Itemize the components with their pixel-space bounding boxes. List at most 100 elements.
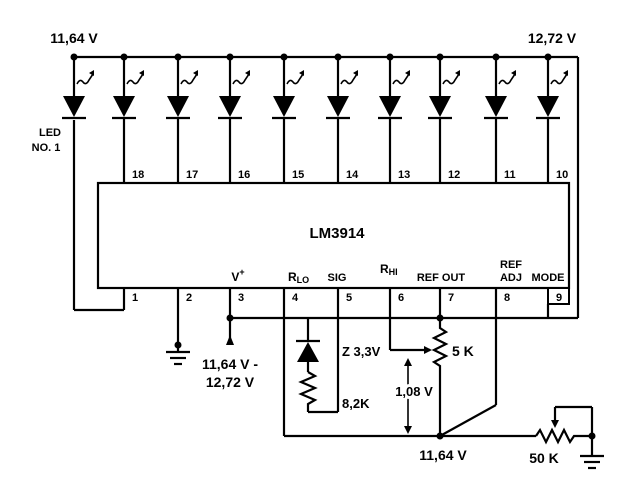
led-light-icon xyxy=(442,73,460,85)
pin-number: 9 xyxy=(556,292,562,304)
ref-adj-line2: ADJ xyxy=(500,272,522,284)
pin-number: 7 xyxy=(448,292,454,304)
rhi-sub: HI xyxy=(389,267,398,277)
rlo-label: RLO xyxy=(288,270,309,285)
led-light-icon xyxy=(180,73,198,85)
pin-number: 4 xyxy=(292,292,299,304)
sig-label: SIG xyxy=(328,272,347,284)
led-pin-number: 13 xyxy=(398,169,410,181)
led-low-voltage-label: 11,64 V xyxy=(50,30,98,46)
rhi-main: R xyxy=(380,262,389,276)
ic-name: LM3914 xyxy=(309,225,365,242)
rlo-main: R xyxy=(288,270,297,284)
pin-number: 8 xyxy=(504,292,510,304)
led-pin-number: 12 xyxy=(448,169,460,181)
led-light-arrow xyxy=(299,70,304,76)
bottom-pin-numbers: 1 2 3 4 5 6 7 8 9 xyxy=(132,292,562,304)
led-diode xyxy=(429,96,451,117)
zener-diode xyxy=(297,342,319,362)
pin-number: 2 xyxy=(186,292,192,304)
pin-number: 3 xyxy=(238,292,244,304)
led-light-arrow xyxy=(511,70,516,76)
led-diode xyxy=(537,96,559,117)
ground-node-voltage: 11,64 V xyxy=(419,447,467,463)
mode-pin-box xyxy=(547,287,570,305)
led-7: 13 xyxy=(378,53,410,183)
led-light-icon xyxy=(550,73,568,85)
vplus-label: V+ xyxy=(231,267,244,284)
led-light-arrow xyxy=(89,70,94,76)
led-diode xyxy=(273,96,295,117)
led-light-icon xyxy=(498,73,516,85)
led-pin-number: 15 xyxy=(292,169,304,181)
led-light-arrow xyxy=(193,70,198,76)
led-8: 12 xyxy=(428,53,460,183)
led-diode xyxy=(219,96,241,117)
led-pin-number: 10 xyxy=(556,169,568,181)
led-array: 18 17 16 15 14 13 12 11 10 xyxy=(62,53,568,183)
led-no1-label: LED xyxy=(39,127,61,139)
ref-out-label: REF OUT xyxy=(417,272,466,284)
ref-adj-line1: REF xyxy=(500,259,522,271)
led-diode xyxy=(167,96,189,117)
ic-body xyxy=(96,181,571,290)
led-10: 10 xyxy=(536,53,568,183)
led-pin-number: 11 xyxy=(504,169,516,181)
led-4: 16 xyxy=(218,53,250,183)
pot-50k-wiper-arrow xyxy=(551,420,559,428)
led-diode xyxy=(379,96,401,117)
led-9: 11 xyxy=(484,53,516,183)
supply-input-arrow xyxy=(226,335,234,345)
led-3: 17 xyxy=(166,53,198,183)
pot-wiper-arrow xyxy=(424,346,432,354)
led-light-icon xyxy=(392,73,410,85)
led-light-icon xyxy=(76,73,94,85)
led-pin-number: 17 xyxy=(186,169,198,181)
resistor-label: 8,2K xyxy=(342,396,370,411)
led-light-arrow xyxy=(245,70,250,76)
led-pin-number: 18 xyxy=(132,169,144,181)
supply-voltage-line1: 11,64 V - xyxy=(202,356,258,372)
mode-label: MODE xyxy=(532,272,565,284)
led-light-arrow xyxy=(353,70,358,76)
led-diode xyxy=(327,96,349,117)
rhi-label: RHI xyxy=(380,262,398,277)
junction-pot50k xyxy=(588,432,596,440)
pot-50k-label: 50 K xyxy=(529,450,559,466)
rlo-sub: LO xyxy=(297,275,310,285)
led-light-icon xyxy=(232,73,250,85)
led-2: 18 xyxy=(112,53,144,183)
resistor-8k2 xyxy=(298,371,318,412)
led-6: 14 xyxy=(326,53,359,183)
led-light-arrow xyxy=(405,70,410,76)
led-high-voltage-label: 12,72 V xyxy=(528,30,577,46)
led-light-icon xyxy=(286,73,304,85)
junction-bottom-node xyxy=(436,432,444,440)
pin-number: 5 xyxy=(346,292,352,304)
led-pin-number: 16 xyxy=(238,169,250,181)
pin-number: 6 xyxy=(398,292,404,304)
pot-5k xyxy=(431,318,449,436)
junction-pin7 xyxy=(436,314,444,322)
led-diode xyxy=(63,96,85,117)
pin8-diagonal xyxy=(439,404,497,437)
ref-drop-label: 1,08 V xyxy=(395,384,433,399)
led-light-arrow xyxy=(139,70,144,76)
vplus-main: V xyxy=(231,270,239,284)
led-1 xyxy=(62,53,94,120)
led-light-arrow xyxy=(563,70,568,76)
supply-voltage-line2: 12,72 V xyxy=(206,374,255,390)
led-light-icon xyxy=(340,73,358,85)
pin-number: 1 xyxy=(132,292,138,304)
led-light-arrow xyxy=(455,70,460,76)
pot-50k xyxy=(535,427,592,445)
ref-drop-arrow-top xyxy=(404,358,412,366)
led-light-icon xyxy=(126,73,144,85)
led-no1-number: NO. 1 xyxy=(32,142,61,154)
vplus-sup: + xyxy=(239,267,244,277)
led-diode xyxy=(485,96,507,117)
pot-5k-label: 5 K xyxy=(452,343,474,359)
led-5: 15 xyxy=(272,53,304,183)
zener-label: Z 3,3V xyxy=(342,344,381,359)
